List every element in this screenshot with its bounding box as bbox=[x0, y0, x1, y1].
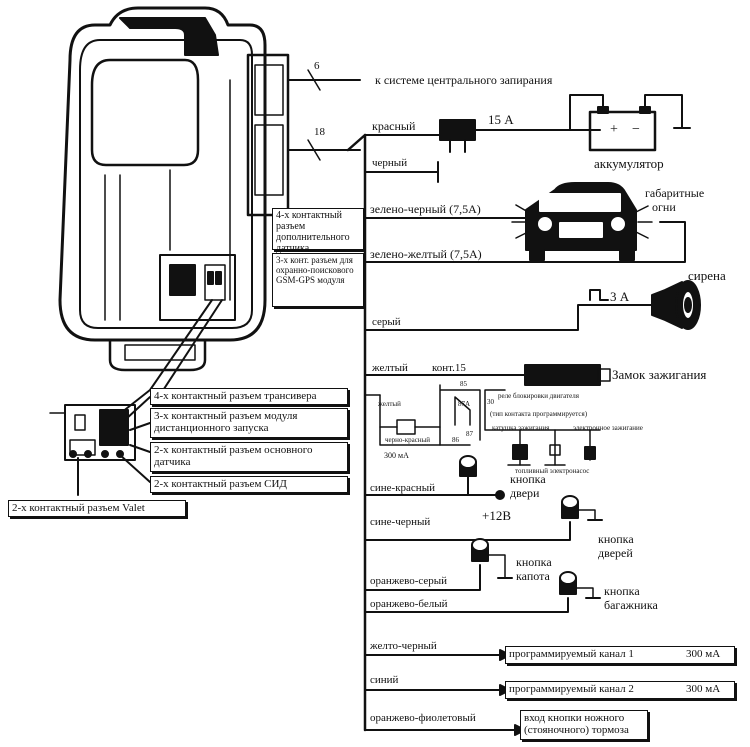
prog-channel-2-box: программируемый канал 2 300 мА bbox=[505, 681, 735, 699]
yellow-wire-label: желтый bbox=[372, 362, 408, 374]
trunk-button-label-2: багажника bbox=[604, 598, 658, 612]
door-button-2-label-2: дверей bbox=[598, 546, 633, 560]
relay-pin-85: 85 bbox=[460, 380, 467, 388]
ignition-label: Замок зажигания bbox=[612, 367, 707, 382]
relay-pin-30: 30 bbox=[487, 398, 494, 406]
green-yellow-wire-label: зелено-желтый (7,5А) bbox=[370, 247, 482, 261]
kont15-label: конт.15 bbox=[432, 362, 466, 374]
relay-in-label: желтый bbox=[378, 400, 401, 408]
orange-gray-wire-label: оранжево-серый bbox=[370, 575, 448, 587]
green-black-wire-label: зелено-черный (7,5А) bbox=[370, 202, 481, 216]
plus12v-label: +12В bbox=[482, 508, 512, 523]
prog-channel-1-current: 300 мА bbox=[686, 648, 721, 660]
prog-channel-1-label: программируемый канал 1 bbox=[509, 648, 634, 660]
prog-channel-1-box: программируемый канал 1 300 мА bbox=[505, 646, 735, 664]
black-wire-label: черный bbox=[372, 157, 408, 169]
relay-pin-87a: 87A bbox=[458, 400, 471, 408]
siren-current-label: 3 А bbox=[610, 289, 630, 304]
valet-connector: 2-х контактный разъем Valet bbox=[8, 500, 186, 517]
blue-red-wire-label: сине-красный bbox=[370, 482, 435, 494]
battery-minus: − bbox=[632, 122, 640, 137]
door-button-2-label: кнопка bbox=[598, 532, 634, 546]
yellow-black-wire-label: желто-черный bbox=[370, 640, 437, 652]
orange-violet-wire-label: оранжево-фиолетовый bbox=[370, 712, 476, 724]
parking-lights-label: габаритные bbox=[645, 186, 705, 200]
siren-label: сирена bbox=[688, 268, 726, 283]
central-lock-label: к системе центрального запирания bbox=[375, 73, 553, 87]
door-button-1-label-2: двери bbox=[510, 486, 540, 500]
central-lock-wire-count: 6 bbox=[314, 60, 320, 72]
remote-start-connector: 3-х контактный разъем модуля дистанционн… bbox=[150, 408, 348, 438]
blue-wire-label: синий bbox=[370, 674, 399, 686]
orange-white-wire-label: оранжево-белый bbox=[370, 598, 448, 610]
ignition-coil-label: катушка зажигания bbox=[492, 424, 550, 432]
relay-black-red-label: черно-красный bbox=[385, 436, 431, 444]
relay-pin-86: 86 bbox=[452, 436, 459, 444]
prog-channel-2-label: программируемый канал 2 bbox=[509, 683, 634, 695]
relay-pin-87: 87 bbox=[466, 430, 473, 438]
prog-channel-2-current: 300 мА bbox=[686, 683, 721, 695]
relay-current-label: 300 мА bbox=[384, 451, 409, 460]
battery-plus: + bbox=[610, 122, 618, 137]
led-connector: 2-х контактный разъем СИД bbox=[150, 476, 348, 493]
blue-black-wire-label: сине-черный bbox=[370, 516, 431, 528]
door-button-1-label: кнопка bbox=[510, 472, 546, 486]
fuse-rating-label: 15 А bbox=[488, 112, 514, 127]
relay-note-1: реле блокировки двигателя bbox=[498, 392, 579, 400]
trunk-button-label: кнопка bbox=[604, 584, 640, 598]
aux-sensor-connector: 4-х контактный разъем дополнительного да… bbox=[272, 208, 364, 254]
transceiver-connector: 4-х контактный разъем трансивера bbox=[150, 388, 348, 405]
hood-button-label: кнопка bbox=[516, 555, 552, 569]
main-wire-count: 18 bbox=[314, 126, 325, 138]
battery-label: аккумулятор bbox=[594, 156, 664, 171]
hood-button-label-2: капота bbox=[516, 569, 550, 583]
brake-input-label: вход кнопки ножного bbox=[524, 712, 625, 724]
alarm-unit bbox=[58, 6, 290, 372]
brake-input-box: вход кнопки ножного (стояночного) тормоз… bbox=[520, 710, 648, 740]
gsm-gps-connector: 3-х конт. разъем для охранно-поискового … bbox=[272, 253, 364, 307]
relay-note-2: (тип контакта программируется) bbox=[490, 410, 588, 418]
parking-lights-label-2: огни bbox=[652, 200, 676, 214]
gray-wire-label: серый bbox=[372, 316, 401, 328]
brake-input-label-2: (стояночного) тормоза bbox=[524, 724, 629, 736]
main-sensor-connector: 2-х контактный разъем основного датчика bbox=[150, 442, 348, 472]
red-wire-label: красный bbox=[372, 119, 416, 133]
fuel-pump-label: топливный электронасос bbox=[515, 467, 590, 475]
electronic-ignition-label: электронное зажигание bbox=[573, 424, 643, 432]
